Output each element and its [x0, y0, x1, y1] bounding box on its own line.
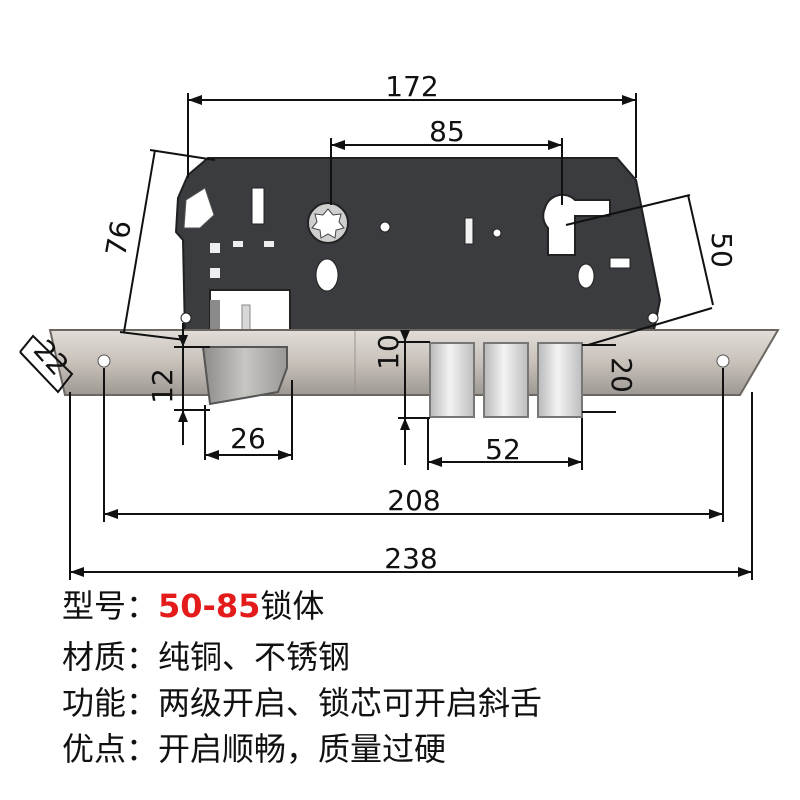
spec-advantage: 优点：开启顺畅，质量过硬: [62, 730, 447, 768]
dim-cylinder-center-distance: 85: [429, 115, 465, 148]
case-mark-4: [210, 243, 220, 253]
case-notch: [183, 187, 215, 229]
dimension-arrowheads: [70, 95, 752, 577]
case-hole-1: [379, 221, 391, 233]
dim-overall-width: 172: [385, 70, 438, 103]
spec-model-value: 50-85: [158, 587, 261, 625]
case-hole-2: [492, 228, 502, 238]
deadbolt-3: [537, 342, 583, 418]
dim-hole-distance: 208: [387, 484, 440, 517]
latch-tongue: [201, 346, 288, 406]
case-mark-3: [210, 268, 220, 278]
dim-backset: 50: [705, 232, 738, 268]
case-slot-right: [609, 257, 631, 269]
spec-model-label: 型号：: [62, 587, 159, 625]
dim-latch-width: 26: [230, 422, 266, 455]
dim-deadbolt-span: 52: [485, 433, 521, 466]
case-oval-hole-right: [577, 263, 595, 289]
case-mark-2: [264, 241, 274, 247]
faceplate-screw-left: [97, 354, 111, 368]
spec-material: 材质：纯铜、不锈钢: [62, 638, 351, 676]
latch-spring-rod-2: [210, 300, 220, 330]
spec-model: 型号：50-85锁体: [62, 590, 324, 622]
deadbolt-1: [429, 342, 475, 418]
case-hole-3: [647, 312, 659, 324]
dim-body-height: 76: [99, 218, 138, 259]
spec-model-suffix: 锁体: [260, 587, 325, 625]
dim-deadbolt-gap: 10: [372, 334, 405, 370]
faceplate-screw-right: [716, 354, 730, 368]
dim-latch-height: 12: [146, 368, 179, 404]
cylinder-cutout: [542, 193, 611, 256]
deadbolt-2: [483, 342, 529, 418]
case-mark-1: [233, 241, 243, 247]
case-oval-hole: [315, 258, 339, 292]
dim-faceplate-length: 238: [384, 542, 437, 575]
dim-deadbolt-projection: 20: [605, 357, 638, 393]
spec-function: 功能：两级开启、锁芯可开启斜舌: [62, 684, 543, 722]
case-slot-left: [251, 187, 265, 225]
spindle-square-hole: [311, 208, 345, 239]
case-hole-4: [180, 312, 192, 324]
case-slot-small: [464, 217, 474, 245]
